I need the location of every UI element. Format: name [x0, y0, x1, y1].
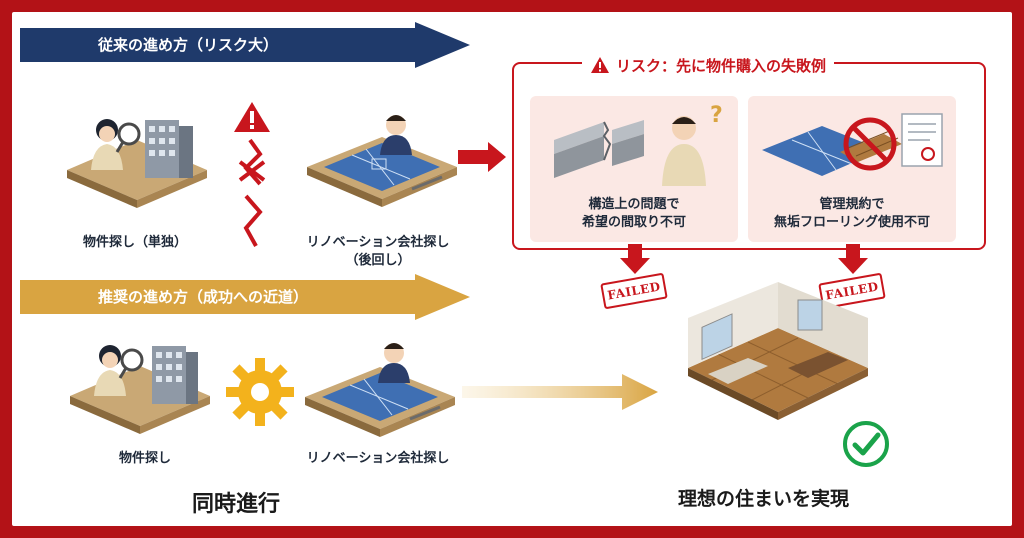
property-search-illustration	[67, 119, 207, 208]
gear-icon	[226, 358, 294, 426]
infographic-frame: 従来の進め方（リスク大） 物件探し（単独） リノベ	[12, 12, 1012, 526]
down-arrow-rules	[838, 244, 868, 274]
risk-title-bar: リスク：先に物件購入の失敗例	[582, 53, 835, 77]
recommended-step2-caption: リノベーション会社探し	[306, 451, 450, 466]
svg-text:?: ?	[710, 103, 723, 128]
risk-card-structure: ? 構造上の問題で 希望の間取り不可	[530, 96, 738, 242]
no-flooring-illustration	[762, 113, 943, 176]
ideal-home-illustration	[688, 282, 868, 420]
together-label: 同時進行	[192, 492, 281, 517]
warning-broken-link	[234, 102, 270, 247]
check-icon	[843, 421, 889, 467]
property-search-illustration-2	[70, 345, 210, 434]
down-arrow-structure	[620, 244, 650, 274]
result-label: 理想の住まいを実現	[678, 488, 850, 510]
traditional-step2-caption-line1: リノベーション会社探し	[306, 235, 450, 250]
renovation-company-illustration	[307, 115, 457, 207]
recommended-banner: 推奨の進め方（成功への近道）	[20, 274, 470, 324]
navy-arrow-shape	[20, 22, 470, 68]
traditional-banner: 従来の進め方（リスク大）	[20, 22, 470, 72]
risk-title: リスク：先に物件購入の失敗例	[616, 56, 827, 75]
broken-beam-illustration: ?	[554, 103, 723, 186]
red-arrow-to-risk	[458, 142, 506, 172]
risk-card-structure-line1: 構造上の問題で	[588, 197, 680, 212]
renovation-company-illustration-2	[305, 343, 455, 437]
traditional-banner-label: 従来の進め方（リスク大）	[98, 36, 279, 54]
recommended-banner-label: 推奨の進め方（成功への近道）	[98, 288, 309, 306]
warning-icon	[12, 12, 13, 13]
risk-card-rules-line1: 管理規約で	[819, 197, 885, 212]
recommended-step1-caption: 物件探し	[118, 451, 171, 466]
risk-warning-icon	[591, 57, 609, 73]
risk-card-rules-line2: 無垢フローリング使用不可	[773, 215, 930, 230]
risk-card-rules: 管理規約で 無垢フローリング使用不可	[748, 96, 956, 242]
gold-arrow-to-result	[462, 374, 658, 410]
failed-stamp-structure: FAILED	[600, 272, 668, 310]
risk-card-structure-line2: 希望の間取り不可	[581, 215, 686, 230]
gold-arrow-shape	[20, 274, 470, 320]
traditional-step2-caption-line2: （後回し）	[345, 253, 411, 268]
traditional-step1-caption: 物件探し（単独）	[82, 235, 187, 250]
